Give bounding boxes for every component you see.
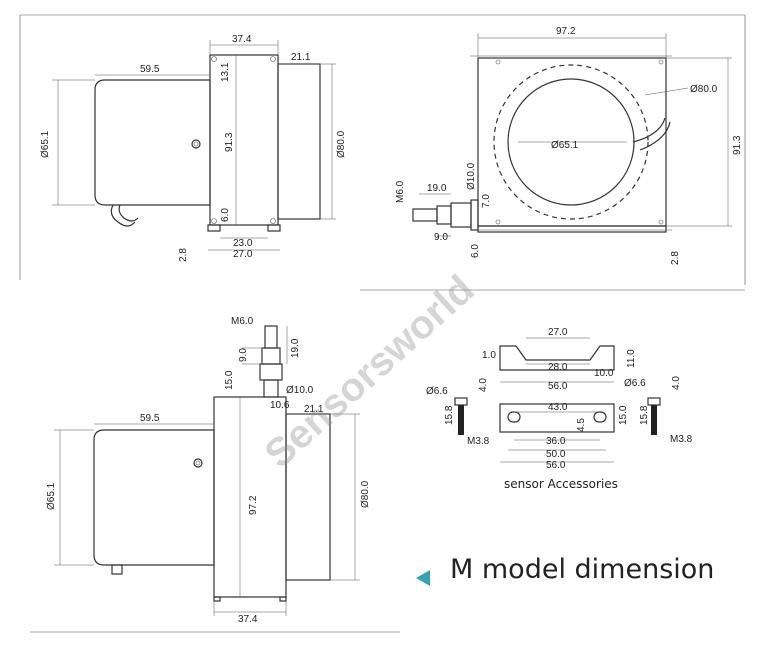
- acc-dim-10-0: 10.0: [594, 368, 614, 379]
- front-dim-d65-1: Ø65.1: [551, 140, 579, 151]
- bot-dim-15-0: 15.0: [224, 370, 235, 390]
- triangle-left-icon: [416, 570, 430, 586]
- acc-dim-27-0: 27.0: [548, 327, 568, 338]
- acc-dim-1-0: 1.0: [482, 350, 496, 361]
- bot-dim-d65-1: Ø65.1: [46, 482, 57, 510]
- front-dim-m6: M6.0: [395, 180, 406, 203]
- side-view-bottom: M6.0 9.0 19.0 15.0 Ø10.0 10.6 21.1 59.5 …: [46, 316, 371, 625]
- bot-dim-d10-0: Ø10.0: [286, 385, 314, 396]
- front-dim-d80-0: Ø80.0: [690, 84, 718, 95]
- dim-23-0: 23.0: [233, 238, 253, 249]
- acc-dim-m3-8a: M3.8: [467, 436, 490, 447]
- front-dim-9-0: 9.0: [434, 232, 448, 243]
- acc-dim-11-0: 11.0: [626, 349, 637, 368]
- dim-13-1: 13.1: [220, 62, 231, 82]
- bot-dim-9-0: 9.0: [238, 348, 249, 362]
- acc-dim-15-8a: 15.8: [444, 405, 455, 425]
- accessories: 27.0 1.0 28.0 11.0 10.0 56.0 43.0 15.0 4…: [426, 327, 693, 491]
- frame-lines: [19, 14, 746, 633]
- bot-dim-19-0: 19.0: [290, 338, 301, 358]
- front-dim-2-8: 2.8: [670, 251, 681, 265]
- acc-dim-4-0b: 4.0: [671, 376, 682, 390]
- acc-dim-15-8b: 15.8: [639, 405, 650, 425]
- acc-dim-43-0: 43.0: [548, 402, 568, 413]
- side-view-top: 37.4 21.1 59.5 13.1 Ø65.1 91.3 Ø80.0 6.0…: [40, 34, 347, 262]
- acc-dim-4-5: 4.5: [576, 418, 587, 432]
- bot-dim-10-6: 10.6: [270, 400, 290, 411]
- acc-dim-d6-6a: Ø6.6: [426, 386, 448, 397]
- dim-6-0: 6.0: [220, 208, 231, 222]
- dim-37-4: 37.4: [232, 34, 252, 45]
- dim-21-1: 21.1: [291, 52, 311, 63]
- watermark-text: Sensorsworld: [257, 267, 483, 477]
- dim-d65-1: Ø65.1: [40, 130, 51, 158]
- acc-dim-56-0b: 56.0: [546, 460, 566, 471]
- bot-dim-m6: M6.0: [231, 316, 254, 327]
- acc-dim-d6-6b: Ø6.6: [624, 378, 646, 389]
- acc-dim-36-0: 36.0: [546, 436, 566, 447]
- dim-59-5: 59.5: [140, 64, 160, 75]
- acc-dim-56-0a: 56.0: [548, 381, 568, 392]
- dim-27-0: 27.0: [233, 249, 253, 260]
- bot-dim-97-2: 97.2: [248, 495, 259, 515]
- bot-dim-37-4: 37.4: [238, 614, 258, 625]
- bot-dim-d80-0: Ø80.0: [360, 480, 371, 508]
- dim-2-8: 2.8: [178, 248, 189, 262]
- front-dim-19-0: 19.0: [427, 183, 447, 194]
- bot-dim-59-5: 59.5: [140, 413, 160, 424]
- acc-dim-4-0a: 4.0: [478, 378, 489, 392]
- acc-dim-15-0: 15.0: [618, 405, 629, 425]
- bot-dim-21-1: 21.1: [304, 404, 324, 415]
- front-dim-97-2: 97.2: [556, 26, 576, 37]
- acc-dim-m3-8b: M3.8: [670, 434, 693, 445]
- front-view: Ø65.1 Ø80.0 97.2 91.3 2.8 19.0 M6.0 Ø10.…: [395, 26, 743, 265]
- accessories-caption: sensor Accessories: [504, 477, 618, 491]
- dim-91-3: 91.3: [224, 132, 235, 152]
- front-dim-d10-0: Ø10.0: [466, 162, 477, 190]
- front-dim-6-0: 6.0: [470, 244, 481, 258]
- dim-d80-0: Ø80.0: [336, 130, 347, 158]
- front-dim-7-0: 7.0: [481, 194, 492, 208]
- front-dim-91-3: 91.3: [732, 135, 743, 155]
- page-title: M model dimension: [450, 554, 714, 585]
- acc-dim-28-0: 28.0: [548, 362, 568, 373]
- acc-dim-50-0: 50.0: [546, 449, 566, 460]
